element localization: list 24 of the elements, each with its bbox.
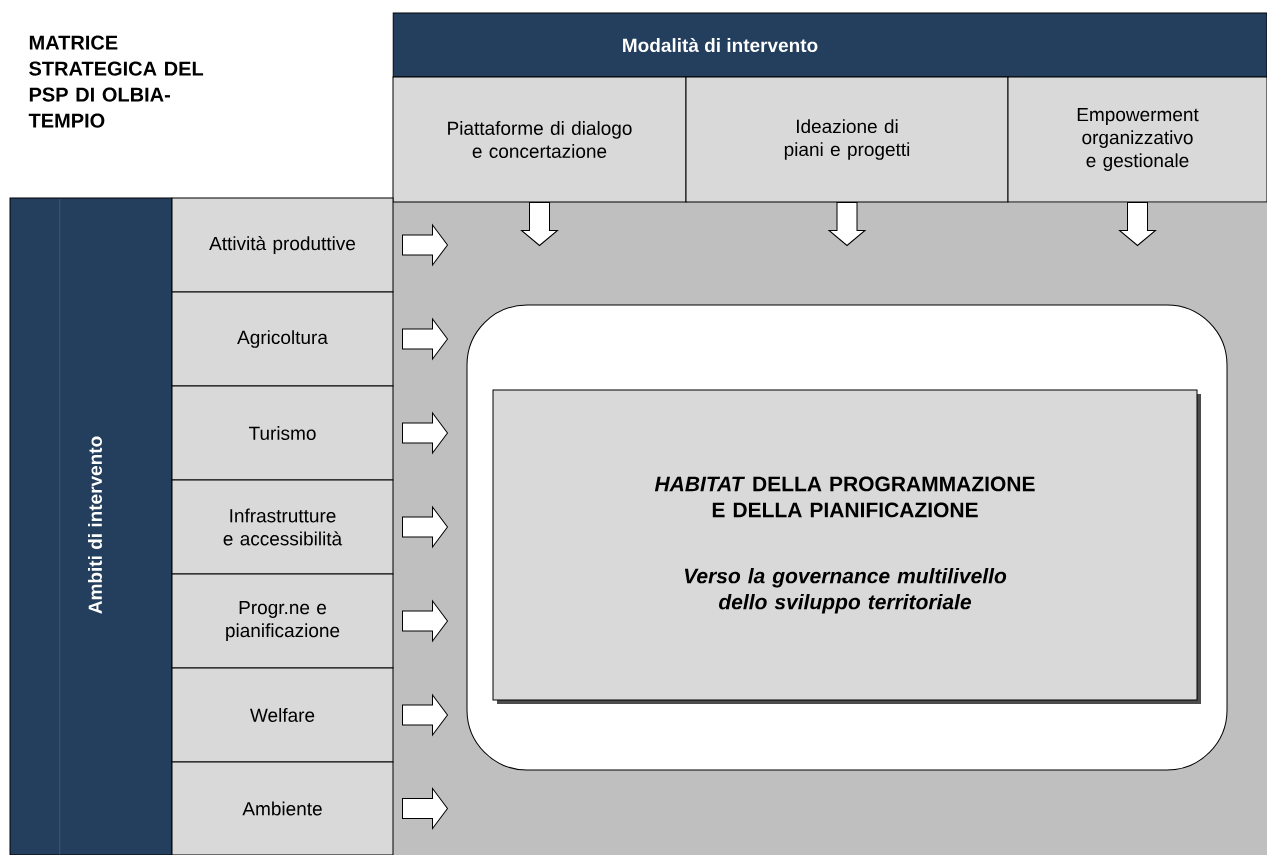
block-arrow xyxy=(402,600,448,642)
block-arrow xyxy=(1119,202,1156,246)
block-arrow xyxy=(828,202,866,246)
block-arrow xyxy=(402,694,448,736)
block-arrow xyxy=(402,224,448,266)
column-header-box: Ideazione di piani e progetti xyxy=(685,76,1009,203)
row-box: Turismo xyxy=(171,385,394,481)
side-band: Ambiti di intervento xyxy=(9,197,173,855)
title: MATRICE STRATEGICA DEL PSP DI OLBIA-TEMPIO xyxy=(28,35,204,128)
block-arrow xyxy=(521,202,558,246)
column-header-box: Piattaforme di dialogo e concertazione xyxy=(392,76,687,203)
block-arrow xyxy=(402,412,448,454)
block-arrow xyxy=(402,506,448,548)
row-box: Agricoltura xyxy=(171,291,394,387)
header-band: Modalità di intervento xyxy=(392,12,1267,78)
central-box: HABITAT DELLA PROGRAMMAZIONE E DELLA PIANIFICAZIONE Verso la governance multilivello dello sviluppo territoriale xyxy=(492,389,1201,704)
block-arrow xyxy=(402,788,448,829)
row-box: Infrastrutture e accessibilità xyxy=(171,479,394,575)
block-arrow xyxy=(402,318,448,360)
row-box: Attività produttive xyxy=(171,197,394,293)
row-box: Welfare xyxy=(171,667,394,763)
row-box: Progr.ne e pianificazione xyxy=(171,573,394,669)
column-header-box: Empowerment organizzativo e gestionale xyxy=(1007,76,1267,203)
row-box: Ambiente xyxy=(171,761,394,855)
